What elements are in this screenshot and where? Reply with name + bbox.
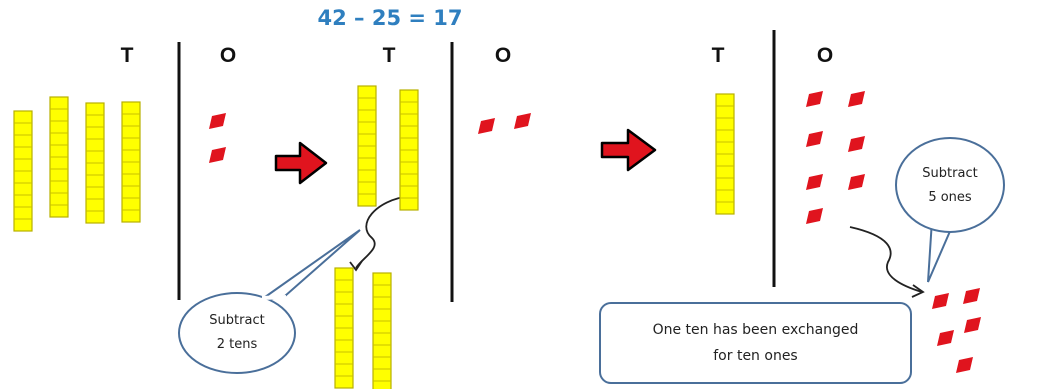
- ones-cube: [806, 174, 823, 190]
- tens-rod: [85, 102, 105, 224]
- bubble-tens-line2: 2 tens: [216, 337, 258, 352]
- tens-rod: [49, 96, 69, 218]
- ones-cube: [209, 113, 226, 129]
- ones-cube: [848, 136, 865, 152]
- tens-header-3: T: [711, 44, 725, 67]
- exchange-note-line2: for ten ones: [713, 348, 798, 364]
- ones-cube: [514, 113, 531, 129]
- removed-tens-rod: [334, 267, 354, 389]
- bubble-tens-line1: Subtract: [209, 313, 265, 328]
- tens-rod: [121, 101, 141, 223]
- tens-rod: [399, 89, 419, 211]
- tens-rod: [715, 93, 735, 215]
- ones-cube: [806, 208, 823, 224]
- curved-arrow-tens: [349, 195, 411, 272]
- bubble-ones-line1: Subtract: [922, 166, 978, 181]
- ones-cube: [478, 118, 495, 134]
- ones-header-3: O: [816, 44, 834, 67]
- removed-ones-cube: [932, 293, 949, 309]
- removed-ones-cube: [937, 330, 954, 346]
- ones-cube: [806, 91, 823, 107]
- tens-header-1: T: [120, 44, 134, 67]
- exchange-note-line1: One ten has been exchanged: [652, 322, 859, 338]
- bubble-ones-line2: 5 ones: [928, 190, 972, 205]
- right-arrow-icon: [600, 128, 657, 172]
- removed-ones-cube: [956, 357, 973, 373]
- exchange-note: One ten has been exchanged for ten ones: [599, 302, 912, 384]
- curved-arrow-ones: [849, 226, 925, 298]
- removed-tens-rod: [372, 272, 392, 389]
- removed-ones-cube: [964, 317, 981, 333]
- tens-header-2: T: [382, 44, 396, 67]
- speech-bubble-tens: [178, 229, 361, 374]
- ones-header-2: O: [494, 44, 512, 67]
- ones-cube: [209, 147, 226, 163]
- tens-rod: [357, 85, 377, 207]
- ones-cube: [806, 131, 823, 147]
- ones-header-1: O: [219, 44, 237, 67]
- right-arrow-icon: [274, 141, 328, 185]
- removed-ones-cube: [963, 288, 980, 304]
- ones-cube: [848, 91, 865, 107]
- equation: 42 – 25 = 17: [317, 6, 463, 30]
- bubble-tens-text: Subtract 2 tens: [187, 309, 287, 357]
- speech-bubble-ones: [895, 137, 1005, 283]
- tens-rod: [13, 110, 33, 232]
- bubble-ones-text: Subtract 5 ones: [900, 162, 1000, 210]
- ones-cube: [848, 174, 865, 190]
